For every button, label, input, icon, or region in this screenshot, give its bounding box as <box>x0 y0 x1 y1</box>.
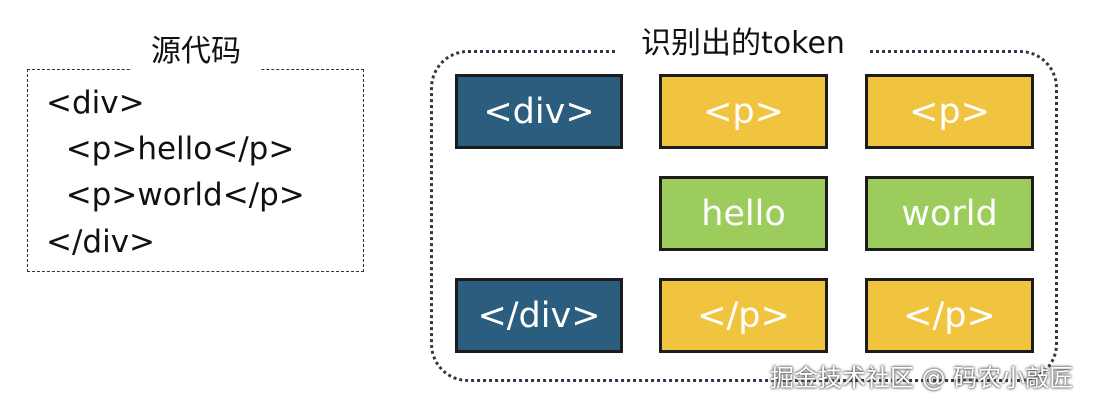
token-div-open: <div> <box>455 74 623 149</box>
code-line-div-close: </div> <box>46 224 156 260</box>
code-line-p-world: <p>world</p> <box>46 177 305 213</box>
code-line-div-open: <div> <box>46 85 145 121</box>
watermark-text: 掘金技术社区 @ 码农小敲匠 <box>770 364 1074 392</box>
source-code-title: 源代码 <box>132 30 260 74</box>
token-text-world: world <box>865 176 1034 251</box>
token-p-close-2: </p> <box>865 278 1034 353</box>
token-p-open-1: <p> <box>659 74 828 149</box>
token-div-close: </div> <box>455 278 623 353</box>
code-line-p-hello: <p>hello</p> <box>46 131 295 167</box>
token-p-open-2: <p> <box>865 74 1034 149</box>
token-p-close-1: </p> <box>659 278 828 353</box>
token-text-hello: hello <box>659 176 828 251</box>
tokens-title: 识别出的token <box>618 20 868 68</box>
